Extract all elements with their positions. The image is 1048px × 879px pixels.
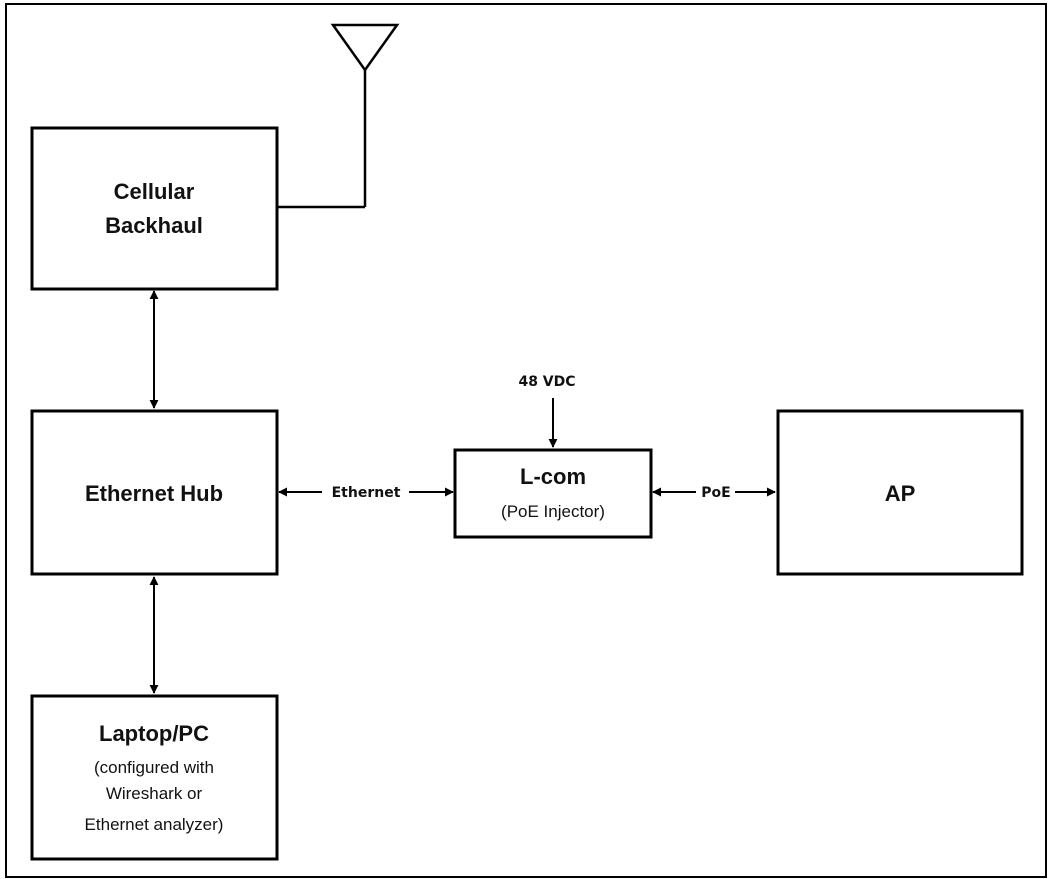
lcom-node: L-com (PoE Injector) (453, 448, 653, 539)
lcom-subtitle: (PoE Injector) (501, 502, 605, 521)
ethernet-connector: Ethernet (278, 485, 454, 501)
power-input: 48 VDC (518, 374, 576, 448)
ethernet-hub-label: Ethernet Hub (85, 481, 223, 506)
cellular-backhaul-label-line2: Backhaul (105, 213, 203, 238)
laptop-pc-desc-line2: Wireshark or (106, 784, 203, 803)
laptop-pc-title: Laptop/PC (99, 721, 209, 746)
lcom-title: L-com (520, 464, 586, 489)
poe-connector-label: PoE (701, 485, 730, 501)
diagram-frame (5, 3, 1047, 878)
cellular-backhaul-node: Cellular Backhaul (30, 126, 279, 291)
ap-node: AP (776, 409, 1024, 576)
antenna-icon (277, 23, 400, 209)
ethernet-connector-label: Ethernet (332, 485, 401, 501)
cellular-backhaul-label-line1: Cellular (114, 179, 195, 204)
poe-connector: PoE (652, 485, 776, 501)
power-input-label: 48 VDC (518, 374, 575, 390)
laptop-pc-node: Laptop/PC (configured with Wireshark or … (30, 694, 279, 861)
laptop-pc-desc-line1: (configured with (94, 758, 214, 777)
laptop-pc-desc-line3: Ethernet analyzer) (85, 815, 224, 834)
ap-label: AP (885, 481, 916, 506)
ethernet-hub-node: Ethernet Hub (30, 409, 279, 576)
